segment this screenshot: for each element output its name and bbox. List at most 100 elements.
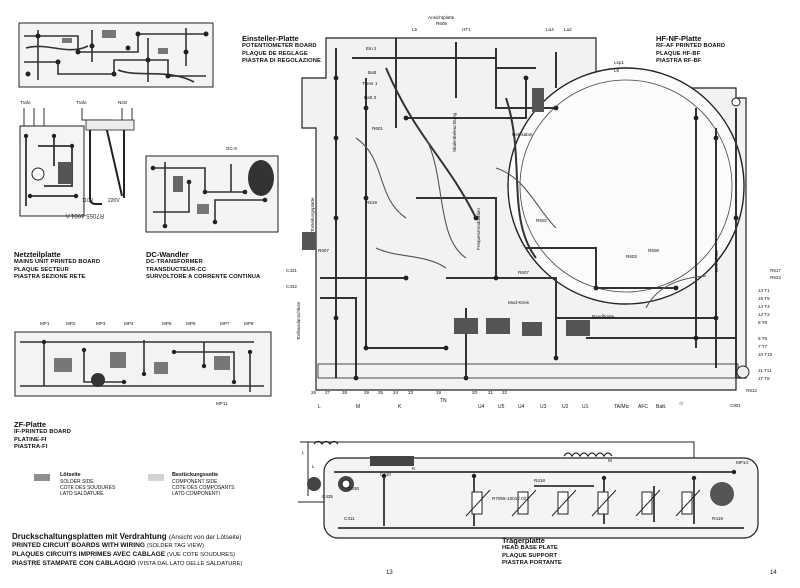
hf-pin-22: 22 <box>502 390 508 395</box>
dcwandler-title: DC-Wandler <box>146 250 189 259</box>
voltage-220v: 220V <box>108 198 120 204</box>
zf-line-it: PIASTRA-FI <box>14 443 48 450</box>
hf-timer1: Timer 1 <box>362 81 378 86</box>
traeger-c410: C410 <box>380 472 391 477</box>
legend-component-line-fr: COTE DES COMPOSANTS <box>172 485 235 491</box>
hf-bottom-u4b: U4 <box>518 404 525 410</box>
traeger-title: Trägerplatte <box>502 536 545 545</box>
einsteller-line-en: POTENTIOMETER BOARD <box>242 43 317 50</box>
hf-r519: R519 <box>366 200 377 205</box>
netzteil-line-en: MAINS UNIT PRINTED BOARD <box>14 259 101 266</box>
hf-top-la2: La2 <box>564 27 572 32</box>
zf-board <box>14 331 272 397</box>
hf-conn-r617: R617 <box>770 268 781 273</box>
dcwandler-label: DC-Wandler DC-TRANSFORMER TRANSDUCTEUR-C… <box>146 250 260 281</box>
hf-pin-29: 29 <box>364 390 370 395</box>
hf-batt: Batt <box>368 70 377 75</box>
page-number-right: 14 <box>770 570 777 576</box>
hf-bottom-tn: TN <box>440 398 447 404</box>
hfnf-line-fr: PLAQUE HF-BF <box>656 50 701 57</box>
hf-conn-13t1: 13 T1 <box>758 288 770 293</box>
footer-line-fr: PLAQUES CIRCUITS IMPRIMES AVEC CABLAGE (… <box>12 550 235 558</box>
hf-top-ansichtplatte: Ansichtplatte <box>428 15 455 20</box>
svg-text:R7055-1001 A: R7055-1001 A <box>66 212 104 218</box>
traeger-stamp: R7055-1001 / 023 <box>492 496 529 501</box>
hf-pin-23: 23 <box>408 390 414 395</box>
traeger-r419: R419 <box>712 516 723 521</box>
voltage-110v: 110V <box>82 198 94 204</box>
einsteller-label: Einsteller-Platte POTENTIOMETER BOARD PL… <box>242 34 321 65</box>
hf-bottom-u4a: U4 <box>478 404 485 410</box>
hf-top-r605: R605 <box>436 21 447 26</box>
zf-line-fr: PLATINE-FI <box>14 436 47 443</box>
hf-bottom-u5: U5 <box>498 404 505 410</box>
zf-tp-mp3: MP3 <box>96 321 106 326</box>
hf-conn-c801: C801 <box>730 403 741 408</box>
hf-pin-19: 19 <box>436 390 442 395</box>
legend-component-swatch <box>148 474 164 481</box>
traeger-label: Trägerplatte HEAD BASE PLATE PLAQUE SUPP… <box>502 536 562 567</box>
hf-conn-14t4: 14 T4 <box>758 304 770 309</box>
zf-tp-mp5: MP5 <box>162 321 172 326</box>
footer-caption: Druckschaltungsplatten mit Verdrahtung (… <box>12 532 242 568</box>
hf-top-l5: L5 <box>412 27 418 32</box>
zf-tp-mp2: MP2 <box>66 321 76 326</box>
netzteil-top-label-3: Netz <box>118 100 128 105</box>
einsteller-board <box>18 22 214 88</box>
hf-pin-25: 25 <box>378 390 384 395</box>
hf-bottom-m: M <box>356 404 361 410</box>
hf-l6: L6 <box>614 68 620 73</box>
hf-conn-15t5: 15 T5 <box>758 296 770 301</box>
hf-conn-11t11: 11 T11 <box>758 368 772 373</box>
traeger-r418: R418 <box>534 478 545 483</box>
legend-solder-swatch <box>34 474 50 481</box>
hf-top-la3: La3 <box>546 27 554 32</box>
hf-batt3: Batt 3 <box>364 95 377 100</box>
hf-bottom-tamic: TA/Mic <box>614 404 630 410</box>
traeger-c436: C436 <box>348 486 359 491</box>
hf-bottom-u1: U1 <box>582 404 589 410</box>
traeger-l-2: L <box>312 464 315 469</box>
hf-bottom-u2: U2 <box>562 404 569 410</box>
hf-conn-12t2: 12 T2 <box>758 312 770 317</box>
hf-pin-28: 28 <box>342 390 348 395</box>
legend-component: Bestückungsseite COMPONENT SIDE COTE DES… <box>172 472 235 498</box>
zf-tp-mp1: MP1 <box>40 321 50 326</box>
traeger-board <box>298 440 759 539</box>
hf-r602: R602 <box>536 218 547 223</box>
traeger-line-en: HEAD BASE PLATE <box>502 545 558 552</box>
legend-solder: Lötseite SOLDER SIDE COTE DES SOUDURES L… <box>60 472 115 498</box>
zf-title: ZF-Platte <box>14 420 47 429</box>
footer-line-it: PIASTRE STAMPATE CON CABLAGGIO (VISTA DA… <box>12 559 243 567</box>
hf-bandbreite: Bandbreite <box>592 314 615 319</box>
footer-line-de: Druckschaltungsplatten mit Verdrahtung (… <box>12 532 242 541</box>
hfnf-line-it: PIASTRA RF-BF <box>656 57 702 64</box>
hf-r601: R601 <box>372 126 383 131</box>
legend-solder-line-it: LATO SALDATURE <box>60 491 104 498</box>
legend-component-line-it: LATO COMPONENTI <box>172 491 220 498</box>
traeger-c411: C411 <box>344 516 355 521</box>
hfnf-line-en: RF-AF PRINTED BOARD <box>656 43 726 50</box>
hfnf-title: HF-NF-Platte <box>656 34 702 43</box>
hf-bottom-afc: AFC <box>638 404 648 410</box>
legend-solder-line-en: SOLDER SIDE <box>60 478 94 485</box>
traeger-l-1: L <box>302 450 305 455</box>
zf-label: ZF-Platte IF-PRINTED BOARD PLATINE-FI PI… <box>14 420 71 451</box>
hf-bottom-l: L <box>318 404 321 410</box>
hf-r603: R603 <box>626 254 637 259</box>
hf-frequenzmod: Frequenzmodulation <box>476 208 481 250</box>
hf-bereichsw: Bereichsw. <box>714 249 719 272</box>
hf-conn-6t6: 6 T6 <box>758 336 768 341</box>
legend-solder-line-de: Lötseite <box>60 472 81 478</box>
legend-component-line-de: Bestückungsseite <box>172 472 219 478</box>
hf-r608: R608 <box>648 248 659 253</box>
legend-solder-line-fr: COTE DES SOUDURES <box>60 485 116 491</box>
zf-tp-mp8: MP8 <box>244 321 254 326</box>
hf-conn-10t10: 10 T10 <box>758 352 773 357</box>
lamp-icon: ☼ <box>678 400 685 407</box>
hf-c431: C431 <box>286 268 297 273</box>
hf-tonleitungsplatte: Tonleitungsplatte <box>310 197 315 232</box>
zf-tp-mp6: MP6 <box>186 321 196 326</box>
hf-top-ht1: HT1 <box>462 27 471 32</box>
hfnf-board <box>301 37 750 391</box>
